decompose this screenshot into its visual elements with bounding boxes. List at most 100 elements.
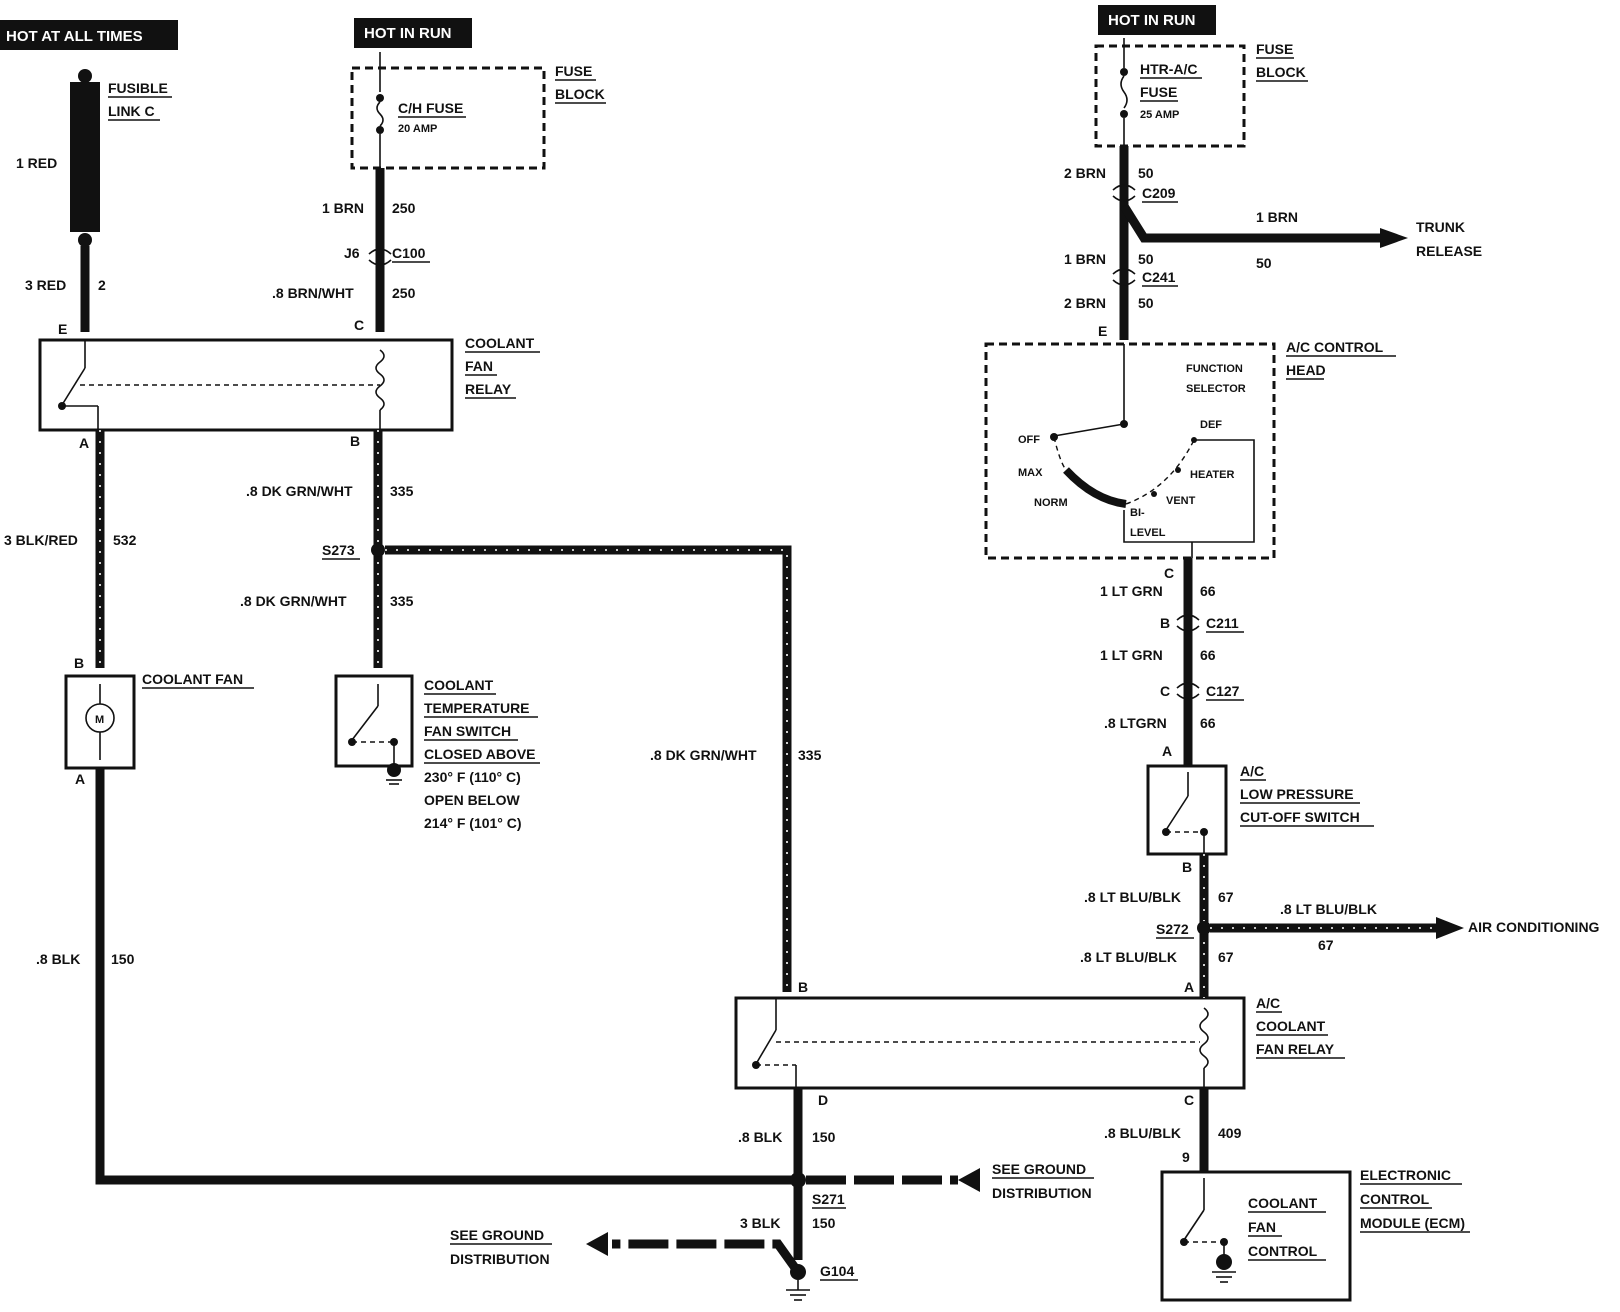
htr-fuse-block-label-2: BLOCK — [1256, 64, 1306, 80]
header-hot-in-run-left: HOT IN RUN — [354, 18, 472, 48]
relay-pin-c: C — [354, 317, 364, 333]
ac-head-title-2: HEAD — [1286, 362, 1326, 378]
ecm-title-3: MODULE (ECM) — [1360, 1215, 1465, 1231]
ac-relay-pin-c: C — [1184, 1092, 1194, 1108]
relay-pin-a: A — [79, 435, 89, 451]
temp-switch-title-2: TEMPERATURE — [424, 700, 530, 716]
function-selector-2: SELECTOR — [1186, 383, 1246, 395]
wire-409-circuit: 409 — [1218, 1125, 1242, 1141]
htr-fuse-name-1: HTR-A/C — [1140, 61, 1198, 77]
trunk-release-2: RELEASE — [1416, 243, 1482, 259]
coolant-fan-relay-title-1: COOLANT — [465, 335, 535, 351]
wire-blk-red-label: 3 BLK/RED — [4, 532, 78, 548]
htr-ac-fuse-block — [1094, 38, 1246, 148]
connector-c209: C209 — [1142, 185, 1176, 201]
splice-s272: S272 — [1156, 921, 1189, 937]
ground-g104-symbol — [786, 1264, 810, 1301]
ac-control-head — [984, 342, 1276, 560]
ch-fuse-rating: 20 AMP — [398, 123, 437, 135]
splice-s273: S273 — [322, 542, 355, 558]
wire-ltblublk-2: .8 LT BLU/BLK — [1080, 949, 1177, 965]
low-pressure-pin-b: B — [1182, 859, 1192, 875]
arrow-trunk-release — [1380, 228, 1408, 248]
htr-wire-circuit-3: 50 — [1138, 295, 1154, 311]
wire-ltgrn-1: 1 LT GRN — [1100, 583, 1163, 599]
ch-fuse-block-label-2: BLOCK — [555, 86, 605, 102]
temp-switch-closed-above: CLOSED ABOVE — [424, 746, 536, 762]
connector-c211: C211 — [1206, 615, 1239, 631]
wire-blk-red-circuit: 532 — [113, 532, 137, 548]
ecm-title-2: CONTROL — [1360, 1191, 1430, 1207]
ecm-title-1: ELECTRONIC — [1360, 1167, 1451, 1183]
ch-fuse-name: C/H FUSE — [398, 100, 463, 116]
fusible-link — [70, 69, 100, 332]
right-pin-b: B — [1160, 615, 1170, 631]
right-pin-c: C — [1164, 565, 1174, 581]
trunk-wire-circuit: 50 — [1256, 255, 1272, 271]
c100-connector: C100 — [392, 245, 426, 261]
wire-ltgrn-2: 1 LT GRN — [1100, 647, 1163, 663]
ch-fuse-block-label-1: FUSE — [555, 63, 592, 79]
wire-ac-circuit: 67 — [1318, 937, 1334, 953]
wire-67-circuit-1: 67 — [1218, 889, 1234, 905]
ac-relay-pin-a: A — [1184, 979, 1194, 995]
ac-relay-title-3: FAN RELAY — [1256, 1041, 1335, 1057]
j6-label: J6 — [344, 245, 360, 261]
right-pin-a: A — [1162, 743, 1172, 759]
mode-off: OFF — [1018, 434, 1040, 446]
function-selector-1: FUNCTION — [1186, 363, 1243, 375]
air-conditioning: AIR CONDITIONING — [1468, 919, 1600, 935]
mode-heater: HEATER — [1190, 469, 1234, 481]
wire-3-blk-label: 3 BLK — [740, 1215, 780, 1231]
arrow-see-ground-left — [586, 1232, 608, 1256]
wire-dkgrn-upper-circuit: 335 — [390, 483, 414, 499]
relay-pin-b: B — [350, 433, 360, 449]
see-ground-right-1: SEE GROUND — [992, 1161, 1086, 1177]
splice-s272-dot — [1197, 921, 1211, 935]
htr-wire-2brn-1: 2 BRN — [1064, 165, 1106, 181]
connector-c241: C241 — [1142, 269, 1176, 285]
temp-switch-open-temp: 214° F (101° C) — [424, 815, 522, 831]
header-hot-in-run-left-text: HOT IN RUN — [364, 25, 452, 42]
ecm-coolant-fan-control-3: CONTROL — [1248, 1243, 1318, 1259]
ac-relay-pin-d: D — [818, 1092, 828, 1108]
wire-3-red-label: 3 RED — [25, 277, 66, 293]
ch-fuse-block — [350, 52, 546, 170]
htr-wire-circuit-2: 50 — [1138, 251, 1154, 267]
temp-switch-closed-temp: 230° F (110° C) — [424, 769, 521, 785]
ac-relay-title-2: COOLANT — [1256, 1018, 1326, 1034]
mode-vent: VENT — [1166, 495, 1196, 507]
ground-g104: G104 — [820, 1263, 854, 1279]
htr-wire-circuit-1: 50 — [1138, 165, 1154, 181]
wire-ltblublk-1: .8 LT BLU/BLK — [1084, 889, 1181, 905]
ac-coolant-fan-relay — [734, 996, 1246, 1090]
htr-wire-2brn-2: 2 BRN — [1064, 295, 1106, 311]
arrow-air-conditioning — [1436, 917, 1464, 939]
wire-trunk-release — [1120, 203, 1380, 243]
coolant-fan-relay — [38, 338, 454, 432]
header-hot-at-all-times: HOT AT ALL TIMES — [0, 20, 178, 50]
trunk-wire-label: 1 BRN — [1256, 209, 1298, 225]
htr-wire-1brn: 1 BRN — [1064, 251, 1106, 267]
coolant-fan-relay-title-3: RELAY — [465, 381, 512, 397]
wire-ltgrn-3: .8 LTGRN — [1104, 715, 1167, 731]
wire-250-circuit: 250 — [392, 200, 416, 216]
right-pin-c2: C — [1160, 683, 1170, 699]
ecm-coolant-fan-control-1: COOLANT — [1248, 1195, 1318, 1211]
wire-66-circuit-3: 66 — [1200, 715, 1216, 731]
temp-switch-title-1: COOLANT — [424, 677, 494, 693]
relay-pin-e: E — [58, 321, 67, 337]
ecm-pin-9: 9 — [1182, 1149, 1190, 1165]
htr-fuse-block-label-1: FUSE — [1256, 41, 1293, 57]
see-ground-left-1: SEE GROUND — [450, 1227, 544, 1243]
low-pressure-switch — [1146, 764, 1228, 856]
ecm-module — [1160, 1170, 1352, 1302]
wire-blk-label: .8 BLK — [36, 951, 80, 967]
wire-dkgrn-lower-label: .8 DK GRN/WHT — [240, 593, 347, 609]
wire-3-blk — [612, 1239, 802, 1275]
mode-level: LEVEL — [1130, 527, 1166, 539]
low-pressure-title-3: CUT-OFF SWITCH — [1240, 809, 1360, 825]
see-ground-left-2: DISTRIBUTION — [450, 1251, 550, 1267]
htr-fuse-name-2: FUSE — [1140, 84, 1177, 100]
temp-switch-open-below: OPEN BELOW — [424, 792, 520, 808]
